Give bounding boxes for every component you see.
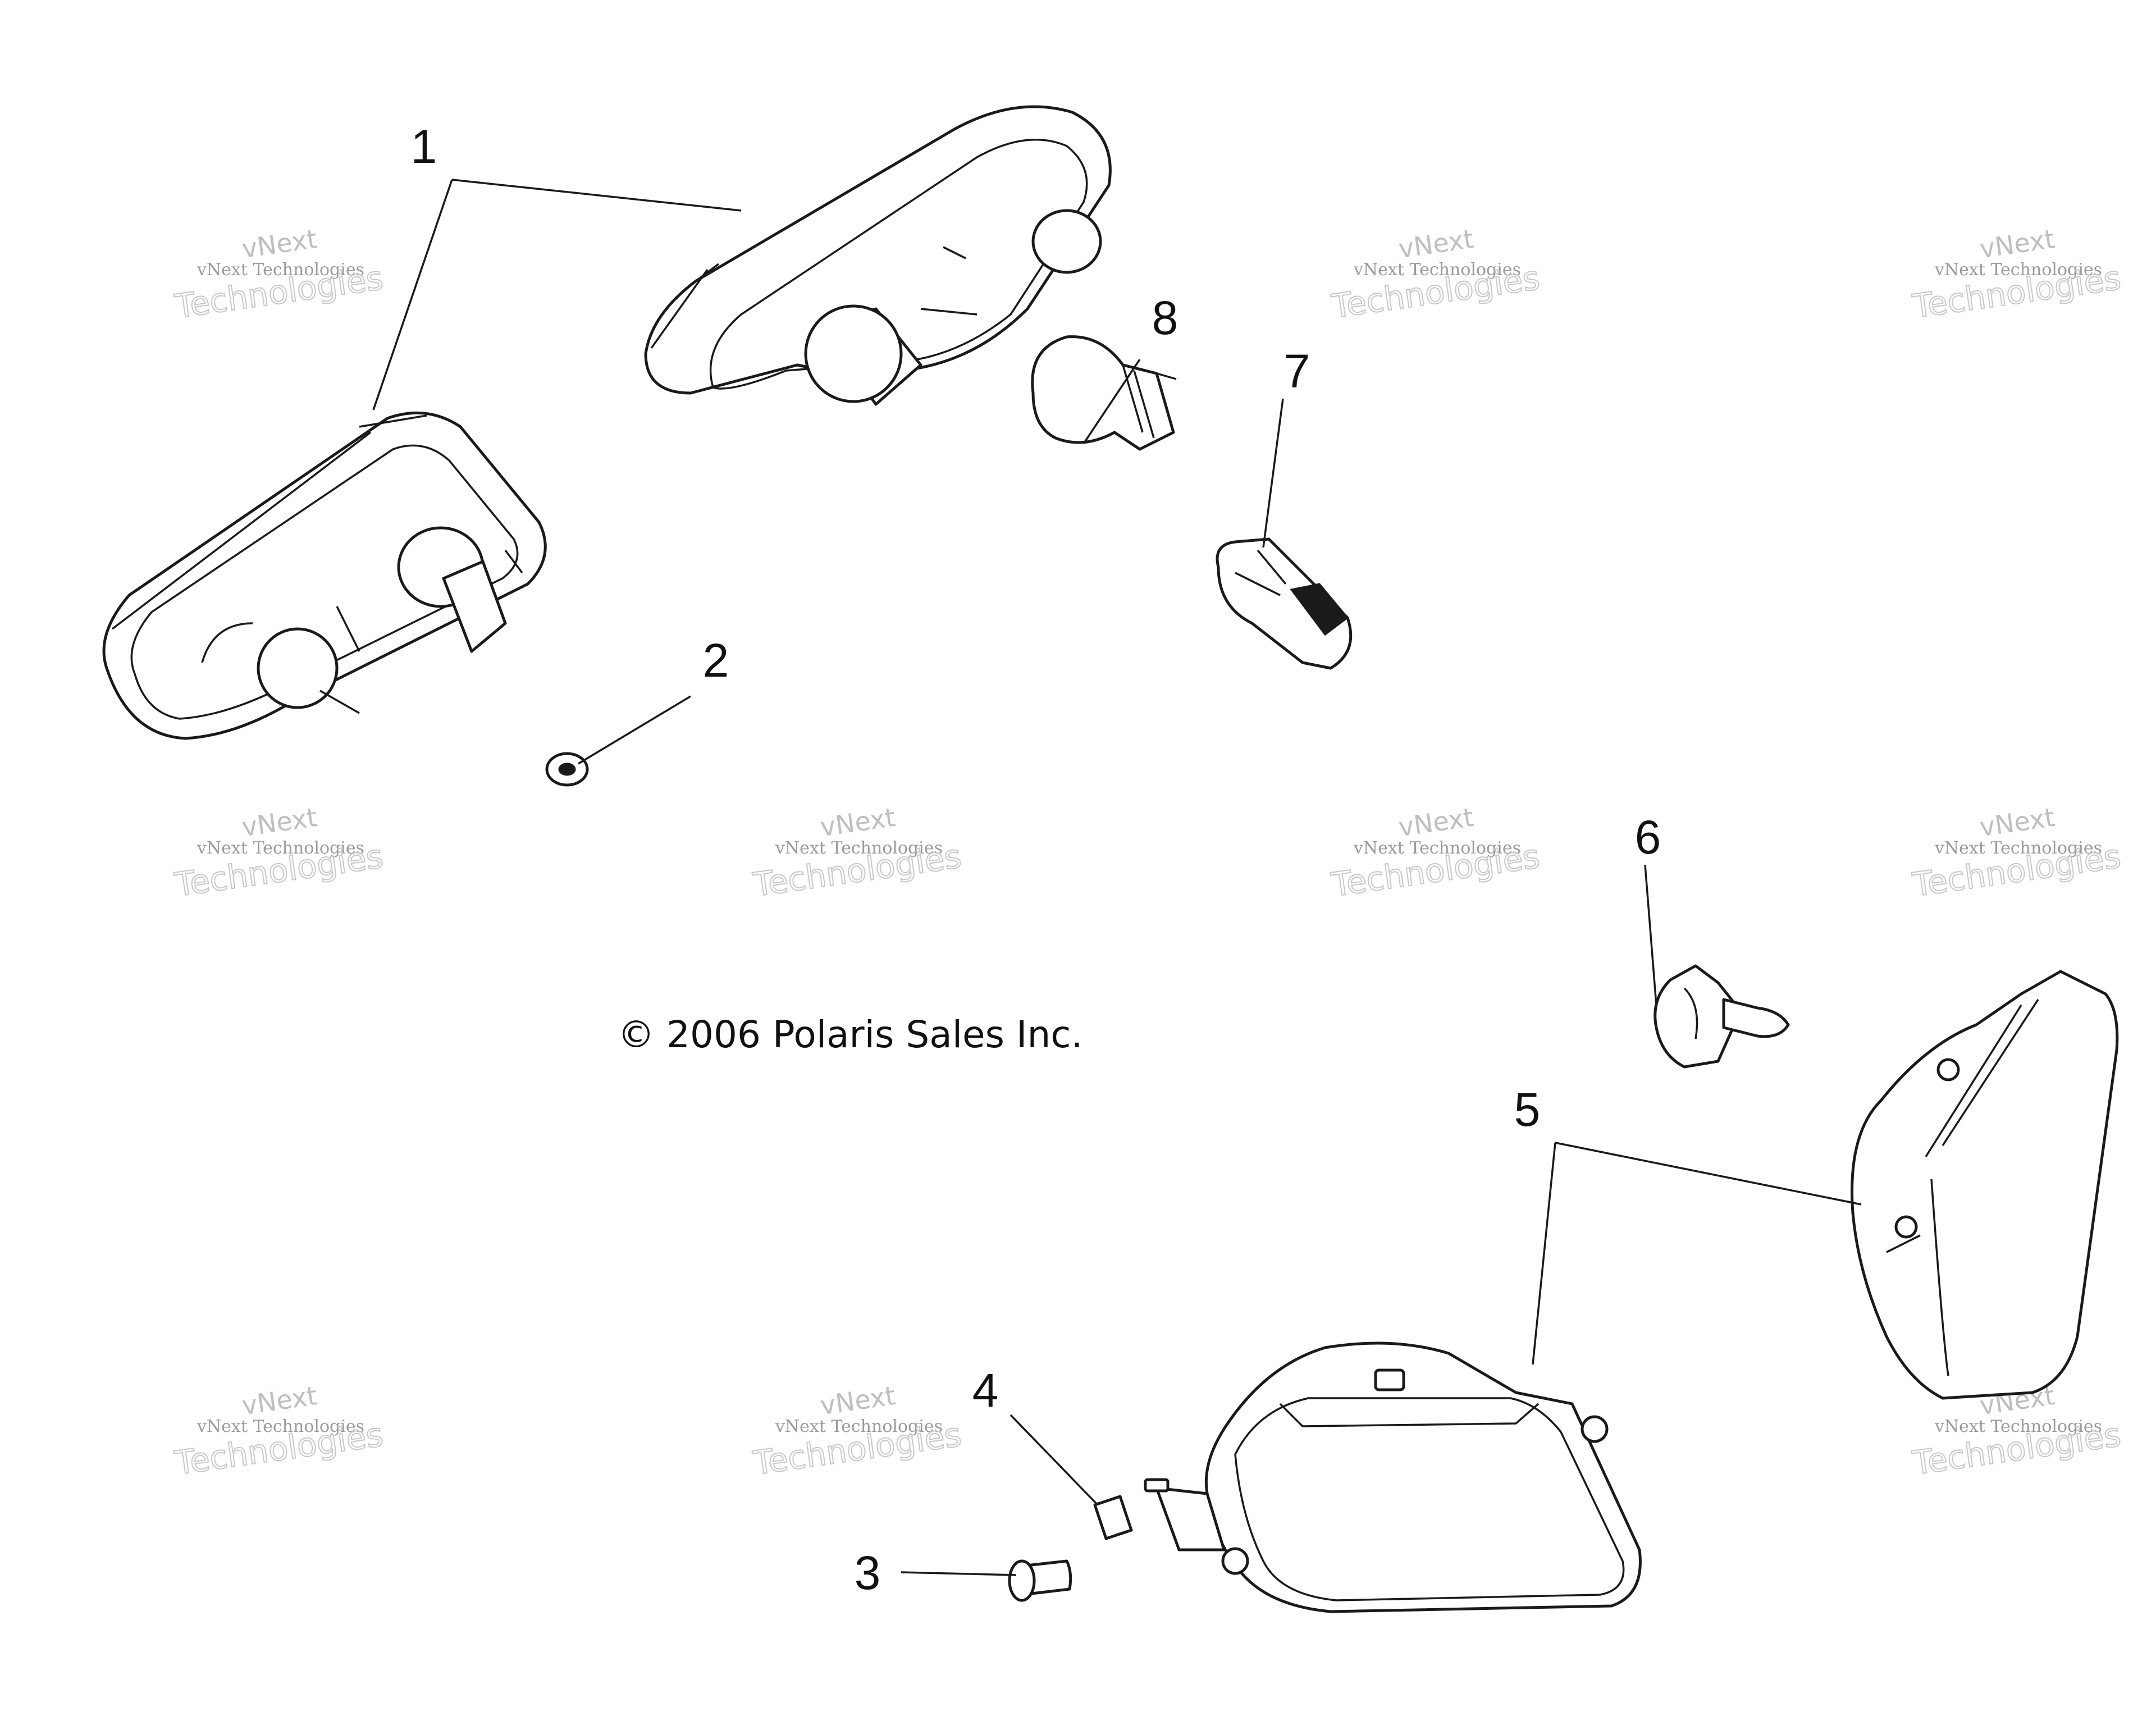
watermark-line1: vNext Technologies [775,1417,943,1436]
leader-1a [451,179,742,212]
bulb-headlight [1653,964,1790,1069]
leader-4 [1010,1414,1099,1506]
watermark-brand: vNext [1977,802,2057,842]
leader-lines [372,179,1862,1576]
taillight-right [644,105,1112,406]
leader-7 [1262,398,1284,548]
watermark-brand: vNext [240,802,319,842]
watermark-line1: vNext Technologies [197,260,364,280]
headlight-right [1851,970,2119,1400]
watermark-brand: vNext [1396,802,1476,842]
leader-8 [1082,359,1141,444]
leader-6 [1644,864,1657,1006]
callout-1: 1 [411,120,437,173]
callout-7: 7 [1284,345,1310,398]
watermark-line1: vNext Technologies [1353,838,1521,858]
watermark-brand: vNext [240,223,319,264]
leader-1b [372,179,453,410]
callout-6: 6 [1635,811,1661,864]
leader-2 [578,695,691,765]
callout-8: 8 [1152,291,1179,344]
watermark-brand: vNext [818,802,897,842]
taillight-left [102,411,547,740]
watermark-line1: vNext Technologies [197,1417,364,1436]
watermark-line1: vNext Technologies [197,838,364,858]
callout-3: 3 [855,1546,881,1599]
nut [545,752,589,787]
callout-labels: 1 2 3 4 5 6 7 8 [411,120,1661,1599]
watermark-brand: vNext [1396,223,1476,264]
callout-2: 2 [703,634,729,687]
leader-3 [901,1571,1017,1576]
watermark-brand: vNext [818,1380,897,1421]
watermark-line1: vNext Technologies [1934,838,2102,858]
callout-4: 4 [972,1364,999,1417]
callout-5: 5 [1514,1083,1541,1136]
copyright-text: © 2006 Polaris Sales Inc. [618,1013,1083,1056]
bulb-socket [1216,537,1353,670]
clip [1093,1495,1133,1540]
watermark-line1: vNext Technologies [1353,260,1521,280]
watermark-brand: vNext [1977,223,2057,264]
screw [1008,1559,1072,1602]
leader-5a [1555,1142,1862,1206]
bulb-wedge [1031,335,1177,451]
leader-5b [1532,1142,1556,1365]
headlight-lower [1144,1341,1642,1613]
watermark-line1: vNext Technologies [775,838,943,858]
watermark-brand: vNext [240,1380,319,1421]
watermark-line1: vNext Technologies [1934,1417,2102,1436]
watermark-line1: vNext Technologies [1934,260,2102,280]
